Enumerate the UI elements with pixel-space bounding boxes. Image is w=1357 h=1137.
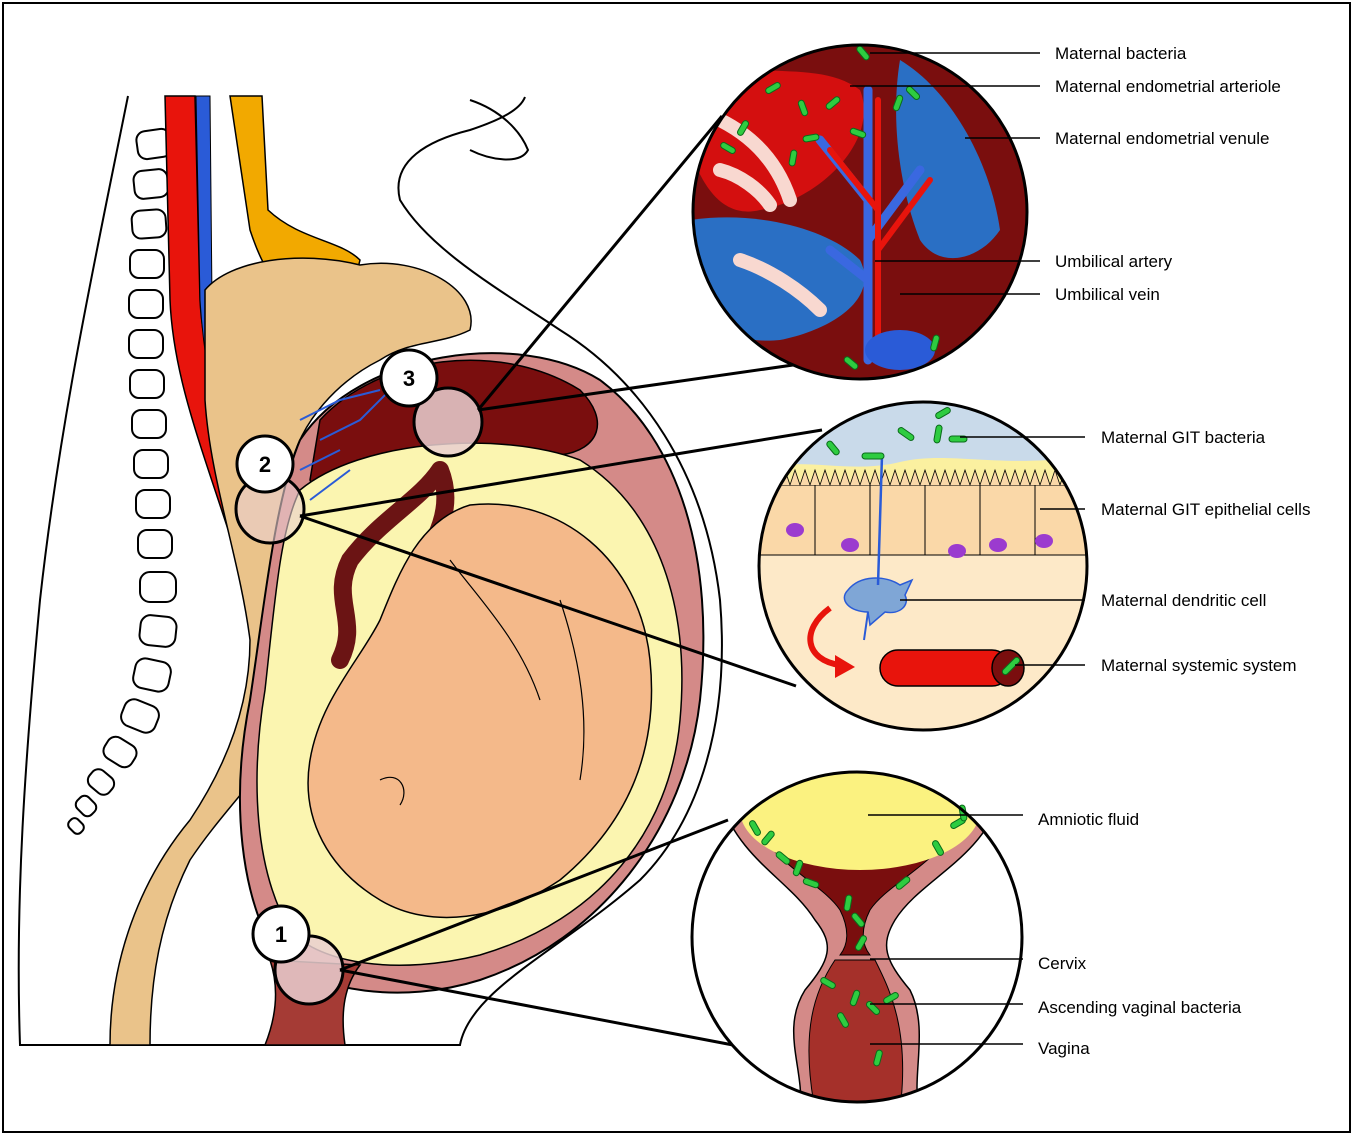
label-maternal-git-bacteria: Maternal GIT bacteria: [1101, 428, 1266, 447]
marker-2: 2: [237, 436, 293, 492]
label-amniotic-fluid: Amniotic fluid: [1038, 810, 1139, 829]
label-maternal-bacteria: Maternal bacteria: [1055, 44, 1187, 63]
label-maternal-endometrial-venule: Maternal endometrial venule: [1055, 129, 1270, 148]
label-maternal-git-epithelial-cells: Maternal GIT epithelial cells: [1101, 500, 1310, 519]
label-vagina: Vagina: [1038, 1039, 1090, 1058]
marker-3-label: 3: [403, 366, 415, 391]
label-umbilical-artery: Umbilical artery: [1055, 252, 1173, 271]
label-maternal-dendritic-cell: Maternal dendritic cell: [1101, 591, 1266, 610]
label-ascending-vaginal-bacteria: Ascending vaginal bacteria: [1038, 998, 1242, 1017]
marker-1: 1: [253, 906, 309, 962]
marker-3: 3: [381, 350, 437, 406]
marker-1-label: 1: [275, 922, 287, 947]
blood-vessel: [880, 650, 1010, 686]
marker-2-label: 2: [259, 452, 271, 477]
label-cervix: Cervix: [1038, 954, 1087, 973]
label-umbilical-vein: Umbilical vein: [1055, 285, 1160, 304]
label-maternal-systemic-system: Maternal systemic system: [1101, 656, 1297, 675]
label-maternal-endometrial-arteriole: Maternal endometrial arteriole: [1055, 77, 1281, 96]
